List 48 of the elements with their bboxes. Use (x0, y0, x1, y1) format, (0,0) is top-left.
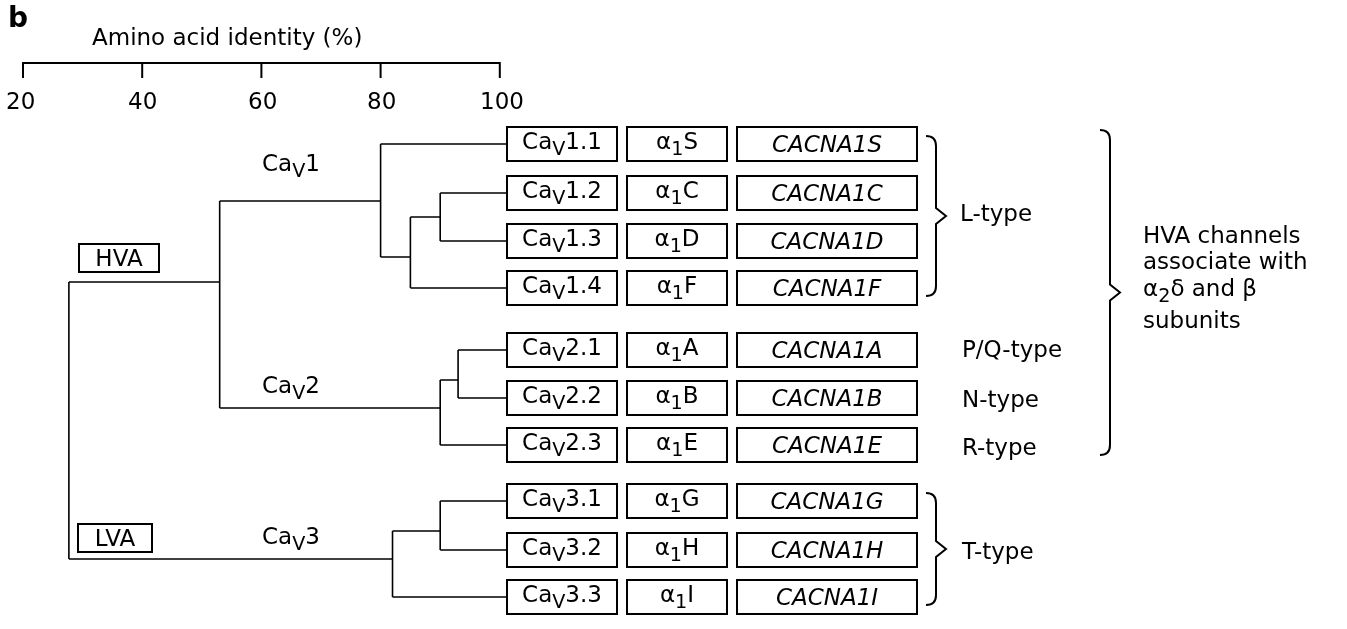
subunit-name-box: α$_{1}$E (626, 427, 728, 463)
branch-label: Ca$_{V}$1 (262, 150, 320, 182)
gene-name-box: CACNA1C (736, 175, 918, 211)
gene-name-box: CACNA1I (736, 579, 918, 615)
subunit-name-box: α$_{1}$B (626, 380, 728, 416)
gene-name-box: CACNA1F (736, 270, 918, 306)
annotation-text: HVA channels associate with α$_{2}$δ and β subunits (1143, 222, 1309, 333)
panel-letter: b (8, 2, 29, 35)
group-label: R-type (962, 434, 1037, 461)
gene-name-box: CACNA1S (736, 126, 918, 162)
group-label: P/Q-type (962, 336, 1063, 363)
group-label: L-type (960, 200, 1033, 227)
channel-name-box: Ca$_{V}$2.2 (506, 380, 618, 416)
branch-label: Ca$_{V}$2 (262, 372, 320, 404)
subunit-name-box: α$_{1}$F (626, 270, 728, 306)
tick-label: 40 (128, 88, 158, 115)
channel-name-box: Ca$_{V}$1.1 (506, 126, 618, 162)
branch-label: Ca$_{V}$3 (262, 523, 320, 555)
channel-name-box: Ca$_{V}$1.2 (506, 175, 618, 211)
subunit-name-box: α$_{1}$A (626, 332, 728, 368)
channel-name-box: Ca$_{V}$1.3 (506, 223, 618, 259)
group-label-box: LVA (77, 523, 153, 553)
channel-name-box: Ca$_{V}$2.1 (506, 332, 618, 368)
channel-name-box: Ca$_{V}$3.2 (506, 532, 618, 568)
subunit-name-box: α$_{1}$C (626, 175, 728, 211)
tick-label: 20 (6, 88, 36, 115)
subunit-name-box: α$_{1}$I (626, 579, 728, 615)
channel-name-box: Ca$_{V}$1.4 (506, 270, 618, 306)
gene-name-box: CACNA1E (736, 427, 918, 463)
gene-name-box: CACNA1A (736, 332, 918, 368)
group-label-box: HVA (78, 243, 160, 273)
channel-name-box: Ca$_{V}$3.3 (506, 579, 618, 615)
channel-name-box: Ca$_{V}$2.3 (506, 427, 618, 463)
subunit-name-box: α$_{1}$H (626, 532, 728, 568)
group-label: N-type (962, 386, 1039, 413)
gene-name-box: CACNA1G (736, 483, 918, 519)
subunit-name-box: α$_{1}$G (626, 483, 728, 519)
axis-title: Amino acid identity (%) (92, 24, 363, 51)
gene-name-box: CACNA1H (736, 532, 918, 568)
gene-name-box: CACNA1B (736, 380, 918, 416)
tick-label: 80 (367, 88, 397, 115)
tick-label: 100 (480, 88, 524, 115)
tick-label: 60 (248, 88, 278, 115)
group-label: T-type (962, 538, 1034, 565)
channel-name-box: Ca$_{V}$3.1 (506, 483, 618, 519)
subunit-name-box: α$_{1}$D (626, 223, 728, 259)
subunit-name-box: α$_{1}$S (626, 126, 728, 162)
gene-name-box: CACNA1D (736, 223, 918, 259)
